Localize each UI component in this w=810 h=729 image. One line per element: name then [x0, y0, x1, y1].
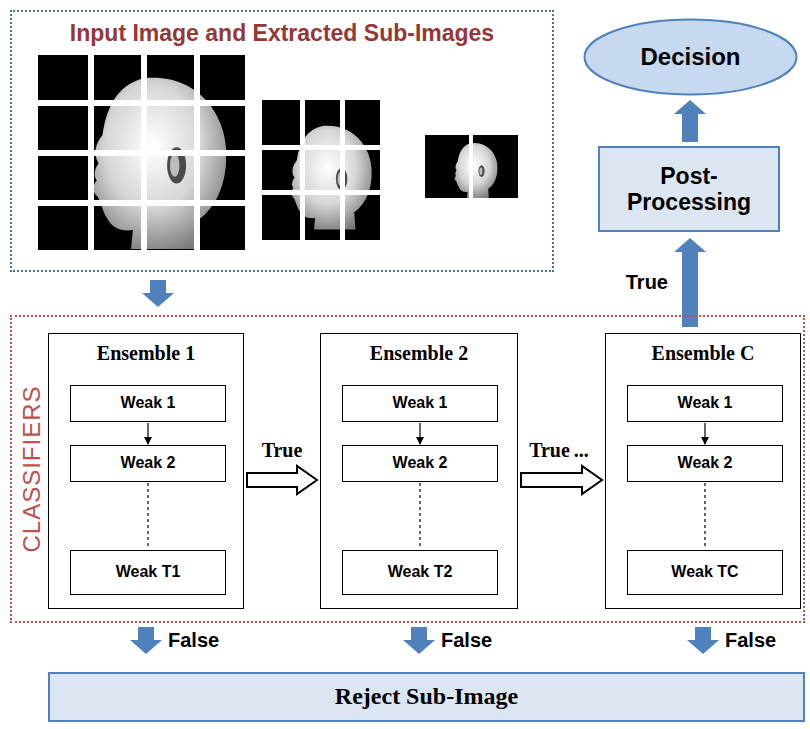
thin-arrow	[704, 423, 705, 444]
process-box: Post-Processing	[598, 146, 780, 232]
weak-classifier-text: Weak T1	[116, 563, 181, 581]
edge-label: False	[441, 629, 492, 652]
classifier-panel: CLASSIFIERS Ensemble 1 Weak 1 Weak 2 Weak T1…	[10, 315, 805, 623]
dashed-connector	[419, 483, 420, 549]
medium-image-grid	[262, 100, 380, 240]
grid-gap	[38, 150, 245, 156]
reject-band: Reject Sub-Image	[48, 672, 805, 722]
ensemble-box: Ensemble C Weak 1 Weak 2 Weak TC	[605, 333, 801, 609]
weak-classifier-box: Weak 2	[627, 445, 783, 482]
panel-heading: CLASSIFIERS	[18, 385, 46, 552]
large-image-grid	[38, 55, 245, 250]
weak-classifier-box: Weak 1	[342, 385, 498, 422]
weak-classifier-text: Weak 2	[393, 454, 448, 472]
weak-classifier-box: Weak TC	[627, 550, 783, 595]
ensemble-title: Ensemble 2	[370, 342, 468, 365]
edge-label: True	[262, 439, 303, 462]
ensemble-title: Ensemble 1	[97, 342, 195, 365]
weak-classifier-text: Weak 1	[393, 394, 448, 412]
grid-gap	[300, 100, 305, 240]
grid-gap	[38, 200, 245, 206]
grid-gap	[262, 145, 380, 150]
hollow-arrow	[247, 466, 317, 494]
grid-gap	[340, 100, 345, 240]
weak-classifier-text: Weak T2	[388, 563, 453, 581]
edge-label: False	[725, 629, 776, 652]
weak-classifier-text: Weak TC	[671, 563, 738, 581]
weak-classifier-text: Weak 1	[121, 394, 176, 412]
reject-text: Reject Sub-Image	[335, 683, 518, 711]
block-arrow	[142, 280, 174, 307]
process-text: Post-Processing	[624, 163, 754, 216]
ensemble-title: Ensemble C	[652, 342, 755, 365]
dashed-connector	[147, 483, 148, 549]
block-arrow	[130, 627, 162, 654]
thin-arrow	[147, 423, 148, 444]
head-image	[455, 143, 498, 198]
image-background	[262, 100, 380, 240]
weak-classifier-text: Weak 2	[678, 454, 733, 472]
small-image-grid	[425, 135, 518, 198]
decision-ellipse: Decision	[583, 18, 798, 96]
weak-classifier-box: Weak T1	[70, 550, 226, 595]
grid-gap	[262, 190, 380, 195]
weak-classifier-box: Weak 2	[342, 445, 498, 482]
grid-gap	[38, 100, 245, 106]
edge-label: True	[626, 271, 668, 294]
weak-classifier-box: Weak 1	[627, 385, 783, 422]
continuation-dots: ...	[574, 439, 589, 462]
decision-text: Decision	[640, 43, 740, 71]
panel-heading: Input Image and Extracted Sub-Images	[70, 20, 494, 46]
ensemble-box: Ensemble 1 Weak 1 Weak 2 Weak T1	[48, 333, 244, 609]
edge-label: True	[529, 439, 570, 462]
weak-classifier-text: Weak 2	[121, 454, 176, 472]
image-background	[38, 55, 245, 250]
weak-classifier-box: Weak T2	[342, 550, 498, 595]
dashed-connector	[704, 483, 705, 549]
block-arrow	[674, 100, 706, 142]
image-background	[425, 135, 518, 198]
ellipse-shape	[585, 20, 797, 95]
block-arrow	[687, 627, 719, 654]
thin-arrow	[419, 423, 420, 444]
hollow-arrow	[521, 466, 602, 494]
weak-classifier-box: Weak 1	[70, 385, 226, 422]
weak-classifier-text: Weak 1	[678, 394, 733, 412]
weak-classifier-box: Weak 2	[70, 445, 226, 482]
ensemble-box: Ensemble 2 Weak 1 Weak 2 Weak T2	[320, 333, 518, 609]
input-panel: Input Image and Extracted Sub-Images	[10, 10, 554, 272]
edge-label: False	[168, 629, 219, 652]
block-arrow	[403, 627, 435, 654]
grid-gap	[469, 135, 473, 198]
block-arrow	[674, 238, 706, 327]
